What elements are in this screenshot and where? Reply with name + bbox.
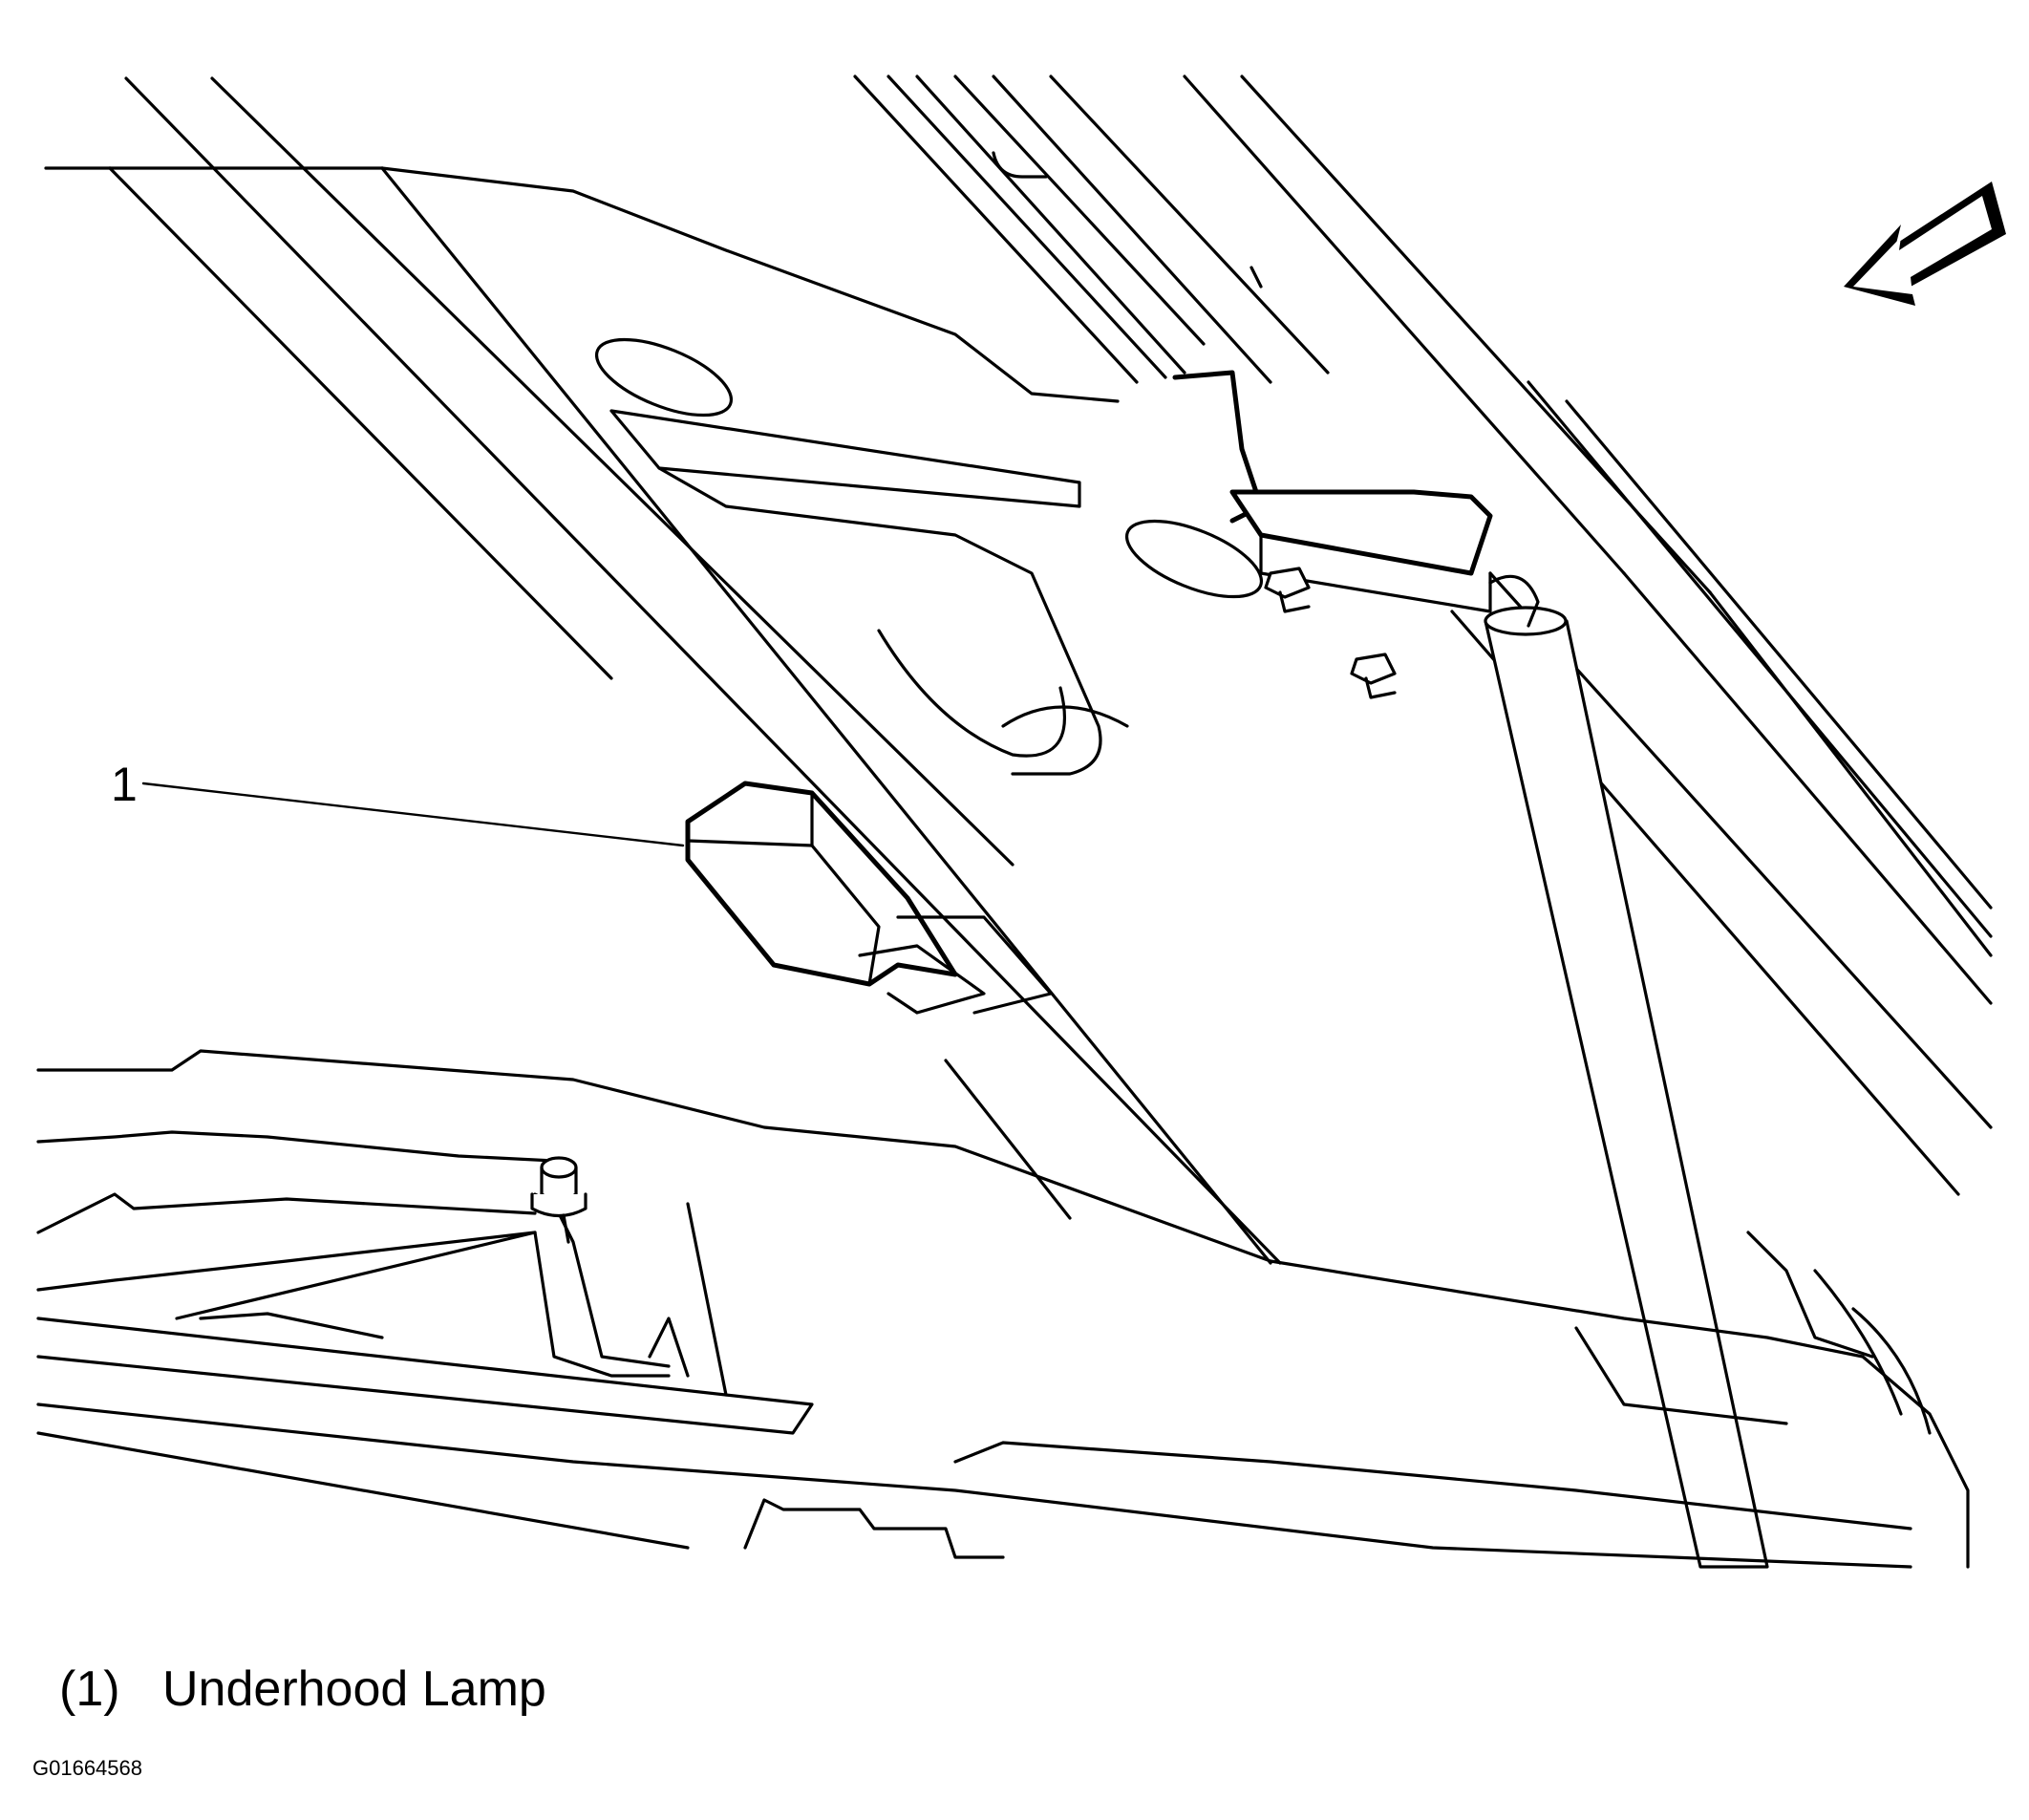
hood-rails <box>853 75 1993 1196</box>
legend-number: (1) <box>59 1661 120 1717</box>
underhood-lamp <box>685 781 1053 1015</box>
hood-bumper-post <box>530 1156 587 1244</box>
callout-number: 1 <box>111 758 138 811</box>
callout-leader-line <box>141 782 685 847</box>
legend-item: (1) Underhood Lamp <box>59 1664 546 1714</box>
hinge-bracket <box>1172 370 1493 699</box>
underhood-lamp-illustration <box>36 75 2006 1569</box>
legend-label: Underhood Lamp <box>162 1661 546 1717</box>
figure-id: G01664568 <box>32 1756 142 1780</box>
front-body-lines <box>36 1049 1970 1569</box>
hood-panel-lines <box>44 76 1282 1265</box>
hood-reinforcement <box>594 337 1264 776</box>
direction-arrow-icon <box>1844 182 2006 306</box>
hood-prop-rod <box>1484 574 1769 1569</box>
